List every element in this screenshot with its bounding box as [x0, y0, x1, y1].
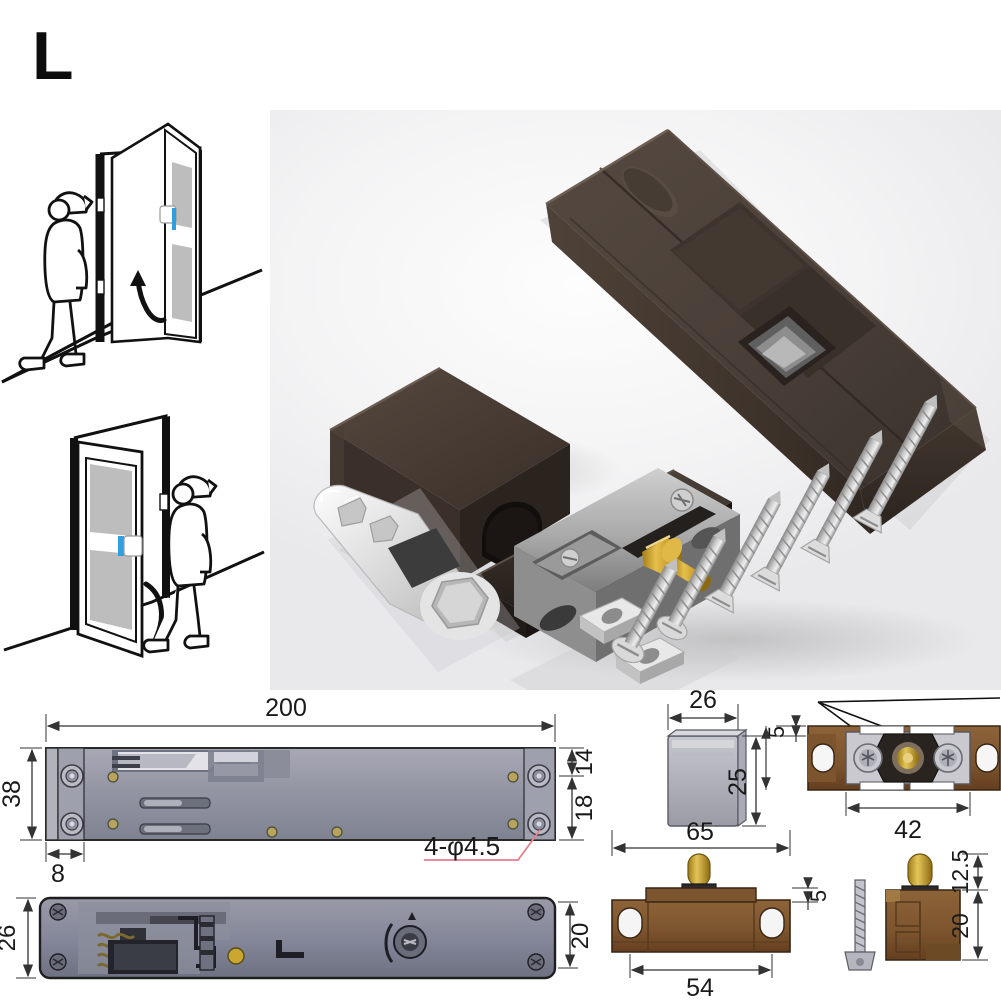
dim-strike-65: 65 — [686, 818, 714, 846]
technical-drawings: 200 38 8 14 18 — [0, 690, 1001, 1001]
drawing-end-cap: 26 25 — [666, 690, 766, 828]
drawing-closer-side-view: 26 20 — [0, 896, 594, 980]
dim-length-200: 200 — [265, 694, 307, 722]
drawing-strike-side-view: 12.5 20 — [885, 850, 988, 961]
dim-cap-26: 26 — [689, 690, 717, 714]
callout-holes: 4-φ4.5 — [424, 831, 500, 861]
adjustment-wrench-part — [313, 484, 520, 672]
usage-illustrations — [0, 110, 268, 690]
dim-edge-8: 8 — [51, 860, 65, 888]
dim-front-54: 54 — [686, 974, 714, 1001]
illustration-door-closing-outside — [0, 110, 268, 400]
dim-strike-5: 5 — [764, 726, 789, 738]
drawing-closer-top-view: 200 38 8 14 18 — [0, 694, 598, 888]
drawing-strike-top-view: 5 42 — [761, 697, 1001, 844]
square-washers — [578, 597, 686, 684]
product-photo — [270, 110, 1001, 690]
dim-height-38: 38 — [0, 780, 26, 808]
illustration-door-closing-inside — [0, 402, 268, 690]
mounting-screws — [611, 394, 938, 664]
dim-side-26: 26 — [0, 925, 21, 952]
variant-letter: L — [32, 18, 74, 94]
dim-lower-18: 18 — [571, 795, 598, 822]
dim-cap-25: 25 — [724, 768, 752, 796]
drawing-strike-front-view: 65 — [611, 818, 831, 1001]
dim-side-20: 20 — [567, 923, 594, 950]
dim-body-20: 20 — [947, 913, 973, 939]
dim-front-5: 5 — [806, 890, 831, 902]
closer-marker-icon — [159, 205, 177, 230]
dim-strike-42: 42 — [894, 816, 922, 844]
dim-upper-14: 14 — [571, 749, 598, 776]
dim-pin-12-5: 12.5 — [947, 850, 973, 895]
drawing-mounting-screw — [844, 879, 876, 971]
closer-marker-icon — [118, 535, 143, 557]
